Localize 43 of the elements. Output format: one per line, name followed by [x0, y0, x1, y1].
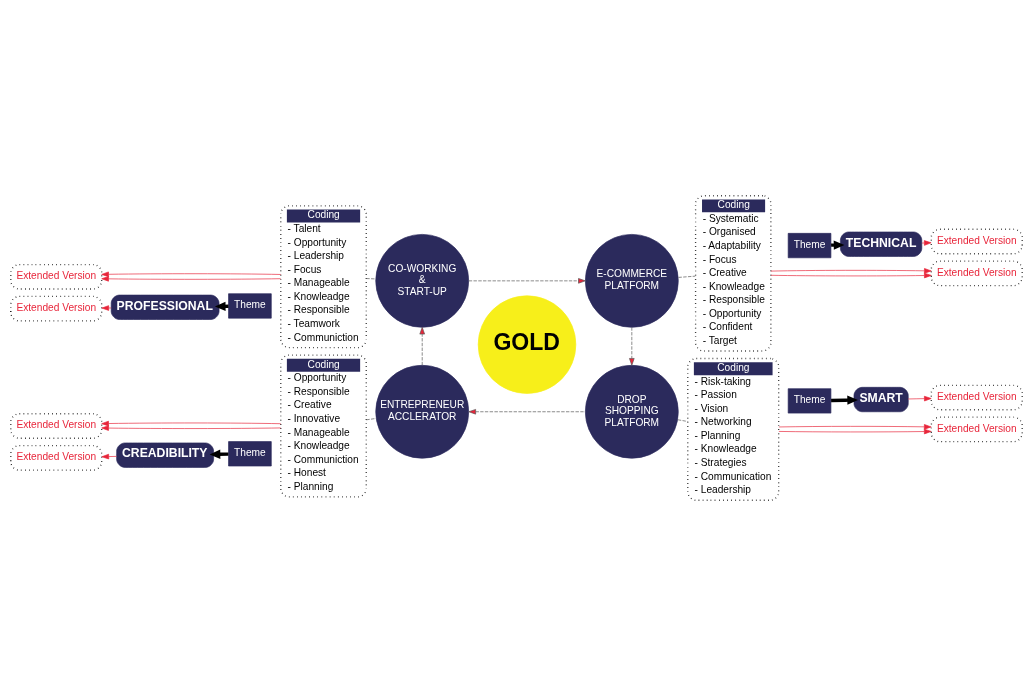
arrow	[101, 424, 282, 431]
node-circle: ENTREPRENEUR ACCLERATOR	[375, 364, 469, 459]
arrow	[629, 326, 635, 366]
arrow	[101, 420, 282, 426]
node-box: Coding - Systematic - Organised - Adaptability - Focus - Creative - Knowleadge - Responsible - Opportunity - Confident - Target	[694, 194, 772, 352]
node-circle: DROP SHOPPING PLATFORM	[585, 364, 679, 459]
node-box: Extended Version	[10, 444, 103, 471]
arrow	[468, 408, 586, 414]
arrow	[907, 395, 932, 401]
arrow	[921, 239, 932, 246]
connector	[366, 417, 377, 420]
arrow	[770, 272, 932, 278]
node-box: Extended Version	[10, 263, 103, 290]
node-box: Theme	[787, 387, 832, 413]
node-box: Theme	[787, 232, 832, 258]
node-box: Extended Version	[930, 416, 1023, 442]
node-box: Extended Version	[930, 384, 1023, 410]
node-box: Coding - Opportunity - Responsible - Creative - Innovative - Manageable - Knowleadge - Communiction - Honest - Planning	[280, 353, 367, 498]
connector	[366, 277, 376, 279]
arrow	[468, 277, 586, 284]
node-box: Theme	[228, 440, 272, 466]
node-box: Coding - Talent - Opportunity - Leadership - Focus - Manageable - Knowleadge - Responsible - Teamwork - Communiction	[280, 204, 367, 348]
connector	[678, 275, 696, 278]
node-box: Extended Version	[10, 412, 103, 439]
node-circle: CO-WORKING & START-UP	[375, 233, 469, 328]
arrow	[770, 267, 932, 274]
node-box: Extended Version	[10, 295, 103, 322]
node-box: Extended Version	[930, 260, 1023, 286]
node-box: Coding - Risk-taking - Passion - Vision - Networking - Planning - Knowleadge - Strategies - Communication - Leadership	[687, 357, 780, 501]
node-box: Theme	[228, 292, 272, 318]
node-box: Extended Version	[930, 228, 1023, 254]
arrow	[101, 453, 117, 459]
node-circle: GOLD	[477, 294, 577, 394]
arrow	[778, 428, 932, 434]
arrow	[419, 326, 425, 366]
node-box: CREADIBILITY	[116, 442, 214, 468]
node-box: SMART	[853, 386, 909, 412]
arrow	[101, 275, 282, 282]
arrow	[101, 304, 112, 311]
node-circle: E-COMMERCE PLATFORM	[585, 233, 679, 328]
arrow	[101, 271, 282, 277]
connector	[677, 418, 688, 422]
arrow	[778, 423, 932, 430]
